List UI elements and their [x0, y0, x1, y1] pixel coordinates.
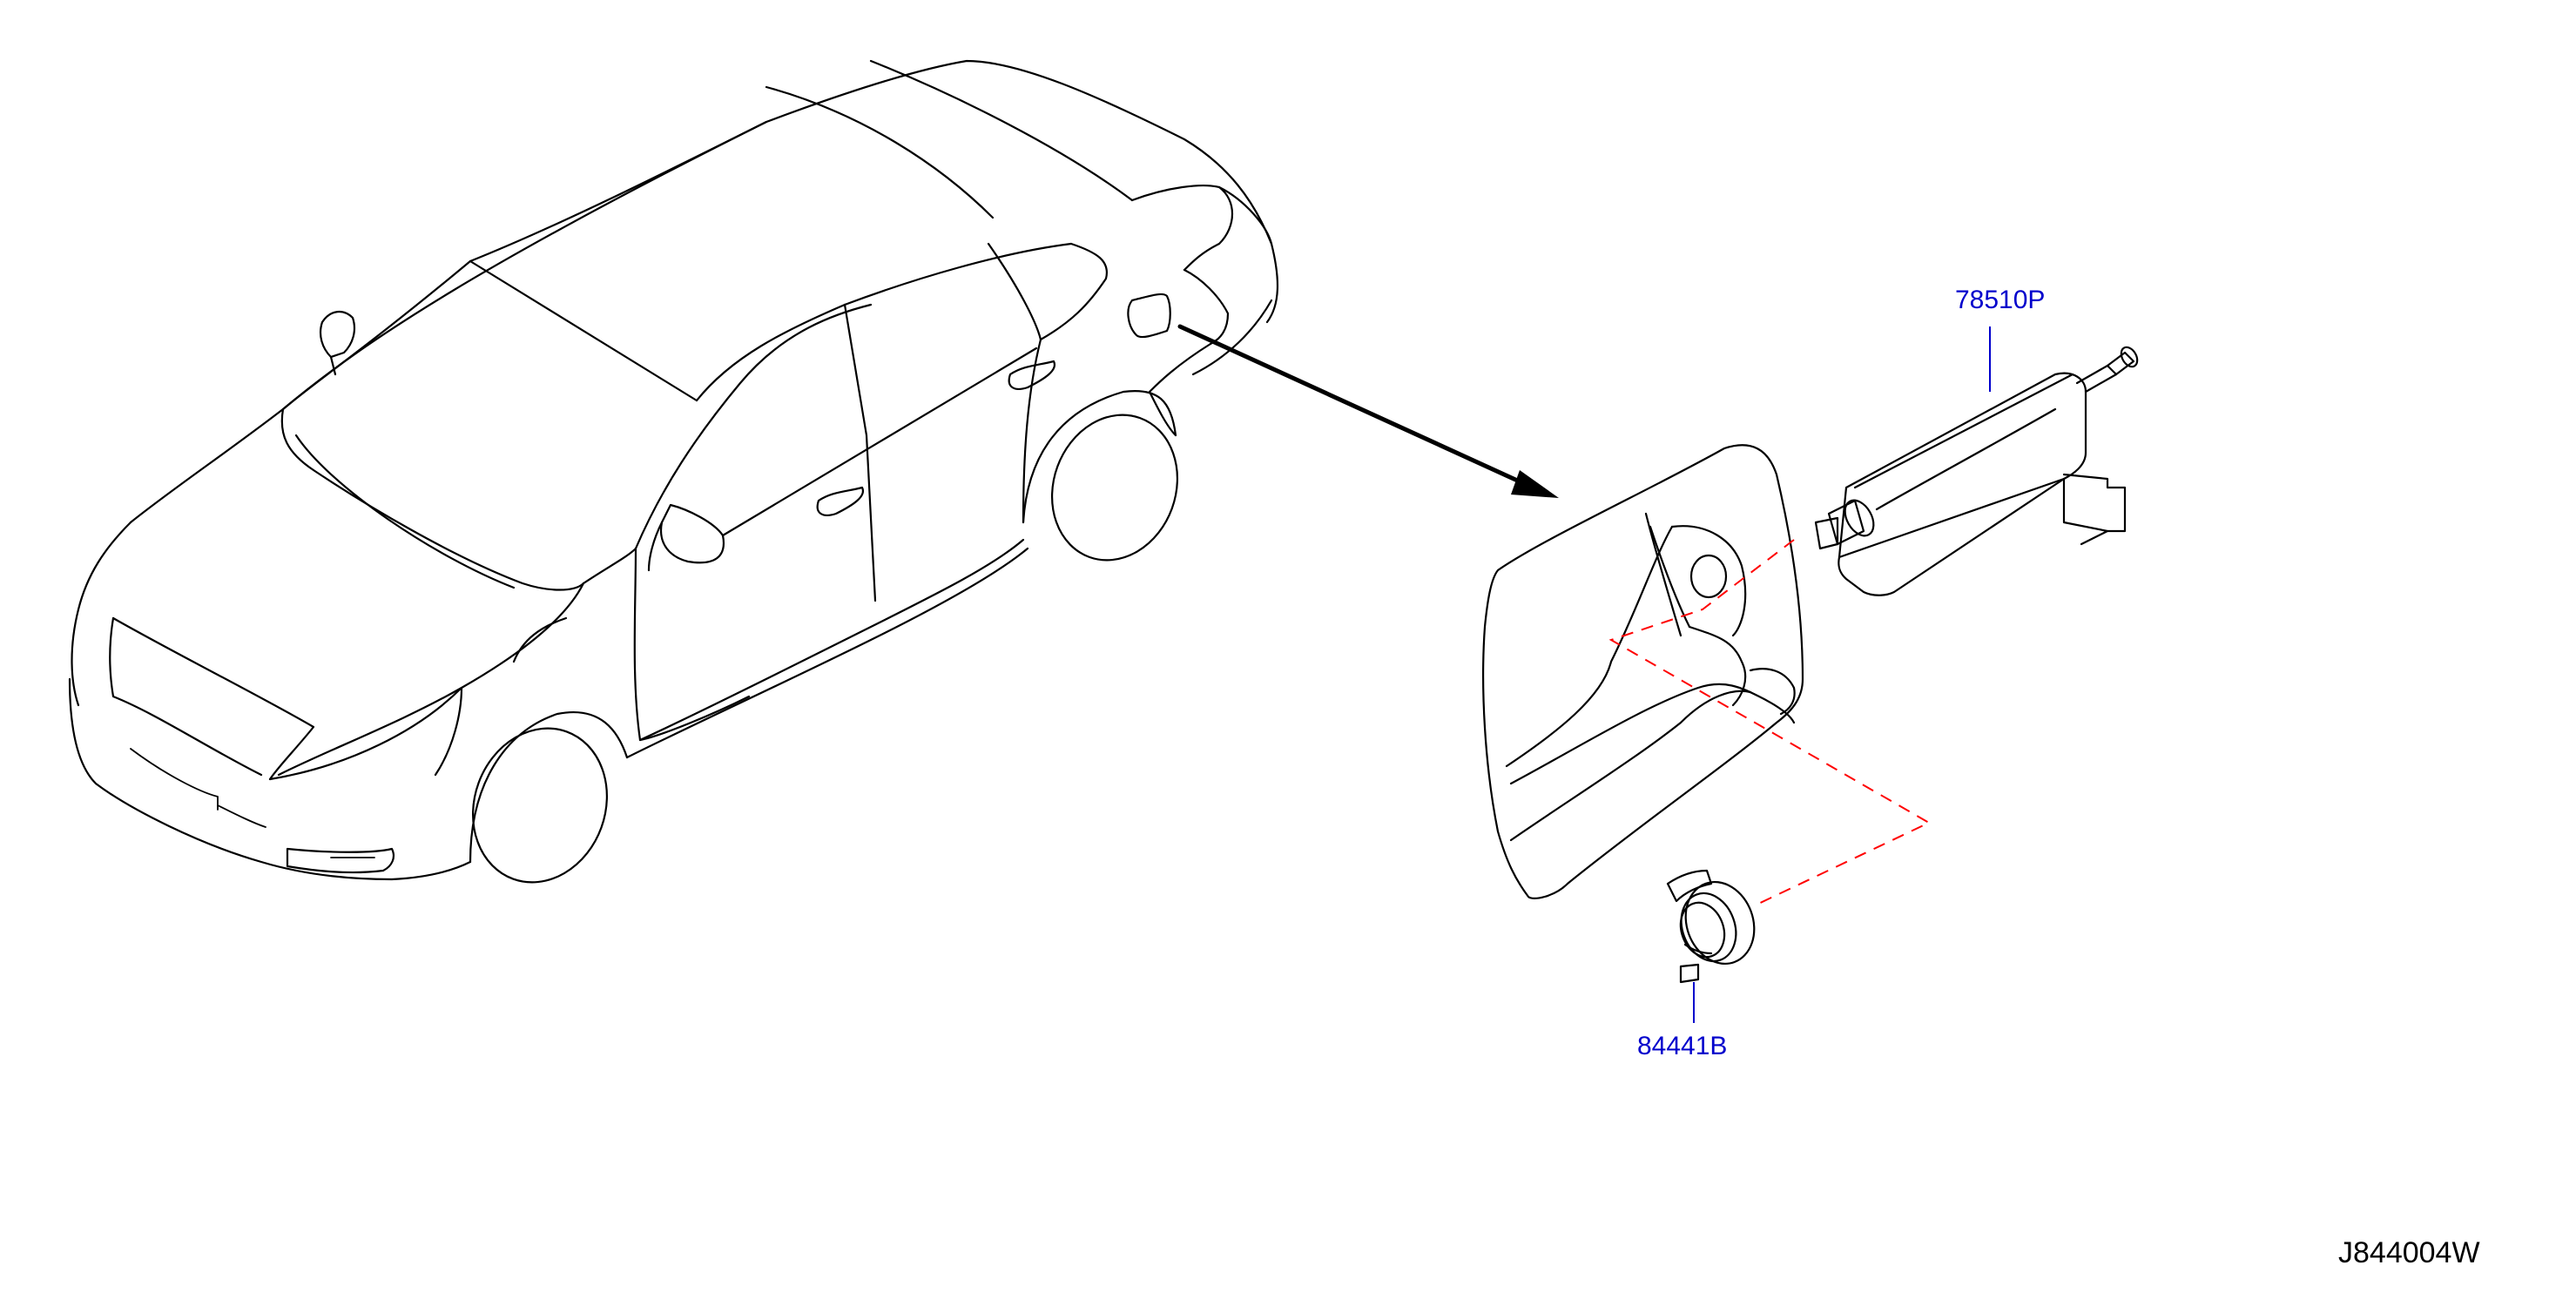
fuel-lid-actuator [1814, 346, 2139, 596]
fuel-filler-grommet [1666, 869, 1756, 984]
fuel-lid-assembly [1482, 444, 1804, 899]
assembly-lines [1608, 539, 1932, 906]
diagram-code: J844004W [2338, 1236, 2480, 1269]
callout-78510P[interactable]: 78510P [1955, 286, 2046, 314]
callout-84441B[interactable]: 84441B [1637, 1032, 1728, 1060]
car-body-illustration [68, 59, 1278, 884]
detail-arrow [1177, 324, 1559, 498]
